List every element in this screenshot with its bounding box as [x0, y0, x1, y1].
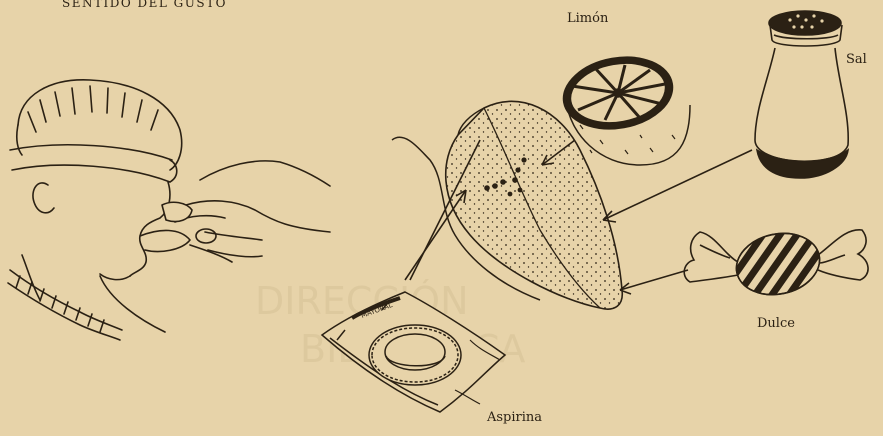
tongue-diagram: [392, 101, 622, 309]
label-salt: Sal: [846, 52, 867, 67]
salt-shaker-image: [755, 11, 848, 178]
label-lemon: Limón: [567, 11, 608, 26]
hand: [162, 161, 330, 262]
candy-image: [684, 226, 868, 302]
label-candy: Dulce: [757, 316, 795, 331]
label-aspirin: Aspirina: [487, 410, 542, 425]
page-heading: SENTIDO DEL GUSTO: [62, 0, 227, 10]
